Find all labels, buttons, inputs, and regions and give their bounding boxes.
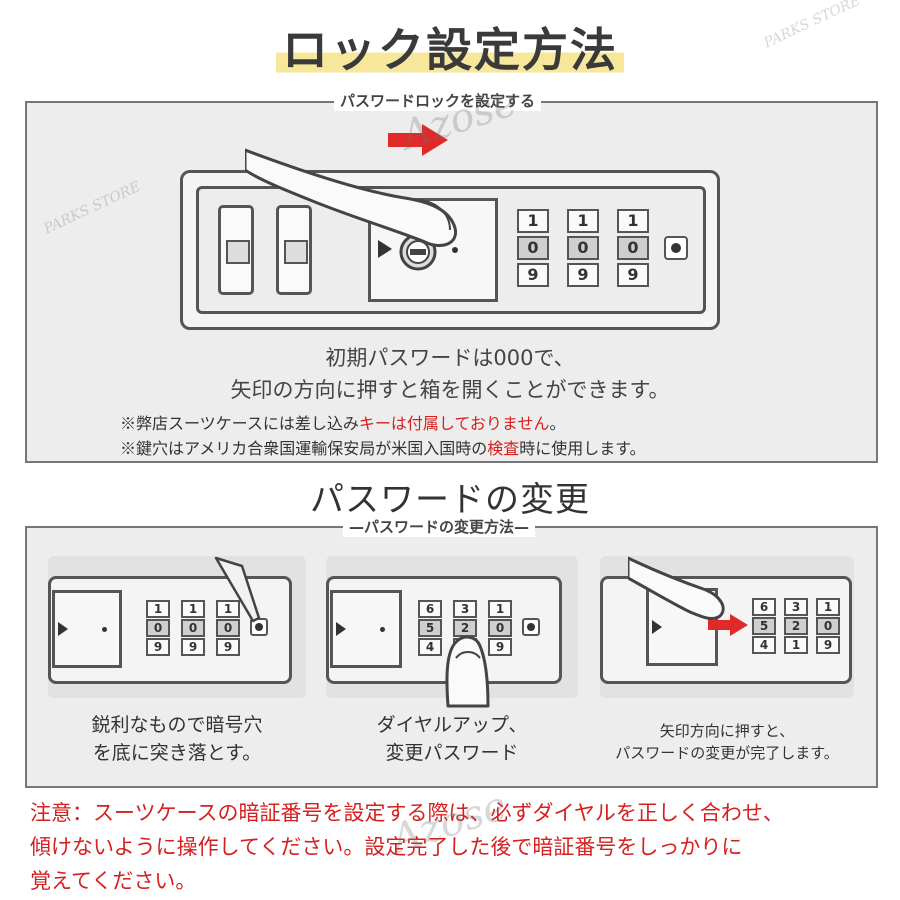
dial-digit: 0 xyxy=(567,236,599,260)
initial-password-text: 初期パスワードは000で、 xyxy=(325,346,575,370)
dial-digit: 1 xyxy=(816,598,840,616)
step-1-dial-3: 1 0 9 xyxy=(216,600,244,658)
dial-digit: 6 xyxy=(418,600,442,618)
dial-digit: 9 xyxy=(617,263,649,287)
step-2-push-button xyxy=(330,590,402,668)
slot-knob-left xyxy=(226,240,250,264)
finger-icon xyxy=(445,635,490,708)
reset-hole-icon xyxy=(522,618,540,636)
change-password-caption: —パスワードの変更方法— xyxy=(343,516,536,537)
finger-icon xyxy=(245,148,458,247)
reset-hole-icon xyxy=(671,243,681,253)
arrow-right-icon xyxy=(336,622,346,636)
dial-digit: 1 xyxy=(146,600,170,618)
slot-knob-right xyxy=(284,240,308,264)
open-instruction-text: 矢印の方向に押すと箱を開くことができます。 xyxy=(230,378,670,402)
change-password-title: パスワードの変更 xyxy=(310,480,590,520)
dial-digit: 1 xyxy=(216,600,240,618)
set-lock-caption: パスワードロックを設定する xyxy=(334,90,542,111)
pin-tool-icon xyxy=(214,556,261,623)
dial-digit: 2 xyxy=(784,617,808,635)
step-3-text-line1: 矢印方向に押すと、 xyxy=(659,722,795,740)
finger-icon xyxy=(628,556,725,620)
arrow-right-icon xyxy=(58,622,68,636)
dial-digit: 5 xyxy=(752,617,776,635)
step-3-dial-3: 1 0 9 xyxy=(816,598,844,656)
dial-digit: 0 xyxy=(517,236,549,260)
step-2-text-line1: ダイヤルアップ、 xyxy=(376,714,528,736)
dial-digit: 3 xyxy=(784,598,808,616)
dial-wheel-1[interactable]: 1 0 9 xyxy=(514,207,552,289)
dial-wheel-2[interactable]: 1 0 9 xyxy=(564,207,602,289)
dial-digit: 9 xyxy=(488,638,512,656)
step-1-text-line2: を底に突き落とす。 xyxy=(92,742,262,764)
dial-digit: 0 xyxy=(617,236,649,260)
dial-digit: 0 xyxy=(488,619,512,637)
key-not-included-note: ※弊店スーツケースには差し込みキーは付属しておりません。 xyxy=(120,414,566,433)
dial-digit: 1 xyxy=(784,636,808,654)
dial-digit: 1 xyxy=(617,209,649,233)
reset-hole-icon xyxy=(250,618,268,636)
caution-note: 注意：スーツケースの暗証番号を設定する際は、必ずダイヤルを正しく合わせ、 傾けな… xyxy=(30,801,784,893)
dial-digit: 9 xyxy=(816,636,840,654)
step-1-dial-2: 1 0 9 xyxy=(181,600,209,658)
dial-digit: 0 xyxy=(816,617,840,635)
dial-digit: 9 xyxy=(517,263,549,287)
dot-marker xyxy=(380,627,385,632)
push-arrow-icon xyxy=(708,614,748,636)
dial-digit: 1 xyxy=(567,209,599,233)
step-2-text-line2: 変更パスワード xyxy=(385,742,519,764)
dial-digit: 1 xyxy=(488,600,512,618)
step-3-dial-1: 6 5 4 xyxy=(752,598,780,656)
dial-digit: 1 xyxy=(181,600,205,618)
step-1-text-line1: 鋭利なもので暗号穴 xyxy=(91,714,263,736)
dial-digit: 0 xyxy=(216,619,240,637)
dial-digit: 6 xyxy=(752,598,776,616)
dot-marker xyxy=(102,627,107,632)
page-title: ロック設定方法 xyxy=(0,14,900,80)
step-2-dial-1: 6 5 4 xyxy=(418,600,446,658)
push-arrow-icon xyxy=(388,124,448,156)
dial-digit: 0 xyxy=(181,619,205,637)
dial-digit: 0 xyxy=(146,619,170,637)
arrow-right-icon xyxy=(378,240,392,258)
step-2-dial-3: 1 0 9 xyxy=(488,600,516,658)
dial-digit: 9 xyxy=(181,638,205,656)
dot-marker xyxy=(452,247,458,253)
reset-hole-button[interactable] xyxy=(664,236,688,260)
dial-digit: 3 xyxy=(453,600,477,618)
dial-digit: 1 xyxy=(517,209,549,233)
arrow-right-icon xyxy=(652,620,662,634)
dial-digit: 4 xyxy=(418,638,442,656)
dial-digit: 9 xyxy=(216,638,240,656)
dial-digit: 4 xyxy=(752,636,776,654)
dial-digit: 9 xyxy=(567,263,599,287)
tsa-keyhole-note: ※鍵穴はアメリカ合衆国運輸保安局が米国入国時の検査時に使用します。 xyxy=(120,439,646,458)
step-3-text-line2: パスワードの変更が完了します。 xyxy=(615,744,839,762)
dial-digit: 9 xyxy=(146,638,170,656)
step-1-dial-1: 1 0 9 xyxy=(146,600,174,658)
step-3-dial-2: 3 2 1 xyxy=(784,598,812,656)
dial-digit: 5 xyxy=(418,619,442,637)
dial-wheel-3[interactable]: 1 0 9 xyxy=(614,207,652,289)
